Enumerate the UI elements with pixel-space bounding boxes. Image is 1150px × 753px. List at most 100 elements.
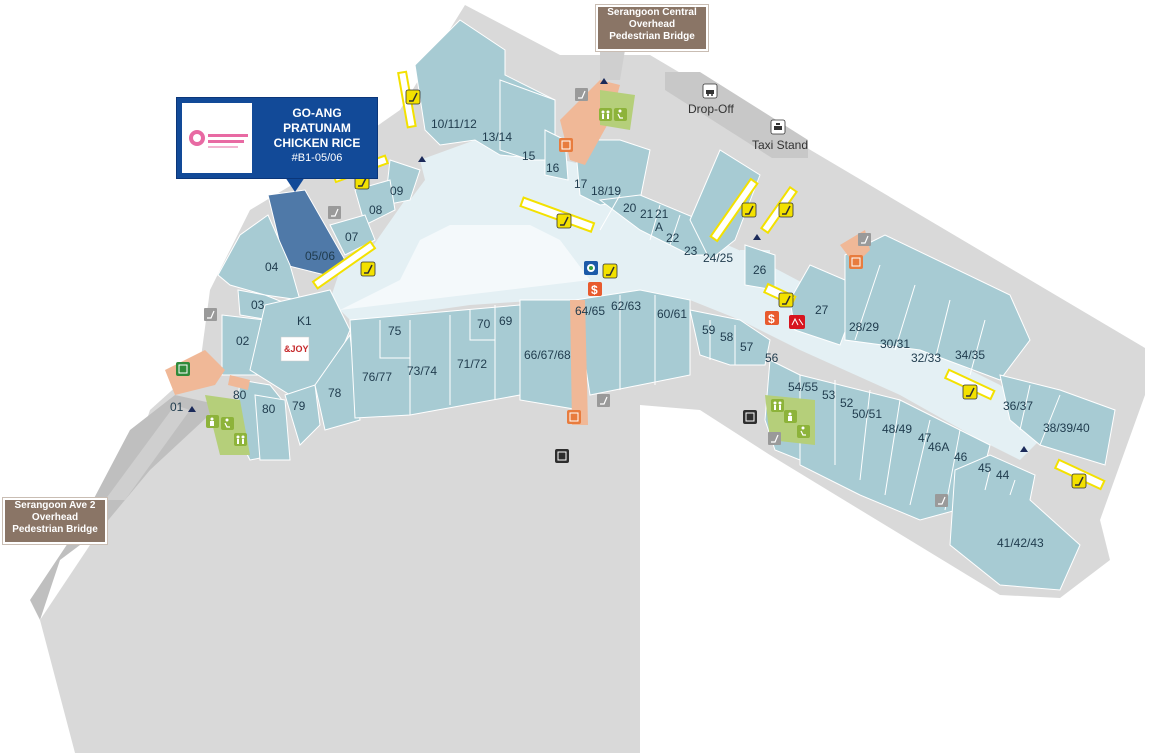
- unit-label: 80: [233, 388, 247, 402]
- sign-line: Pedestrian Bridge: [609, 31, 695, 42]
- unit-label: 50/51: [852, 407, 882, 421]
- unit-08: [354, 179, 396, 226]
- sign-line: Serangoon Ave 2: [14, 500, 96, 511]
- accessible-toilet-icon: [797, 425, 810, 438]
- staircase-icon: [597, 394, 610, 407]
- unit-label: 20: [623, 201, 637, 215]
- unit-20-23-block: [598, 194, 721, 256]
- shop-blocks: [217, 19, 1116, 591]
- escalator-icons: [354, 89, 1087, 489]
- unit-label: 66/67/68: [524, 348, 571, 362]
- unit-label: 17: [574, 177, 588, 191]
- unit-label: 18/19: [591, 184, 621, 198]
- unit-label: 56: [765, 351, 779, 365]
- unit-label: 01: [170, 400, 184, 414]
- serangoon-central-bridge-sign: Serangoon Central Overhead Pedestrian Br…: [596, 5, 708, 51]
- unit-label: 73/74: [407, 364, 437, 378]
- escalator-icon: [1071, 473, 1087, 489]
- unit-label: 54/55: [788, 380, 818, 394]
- unit-label: 32/33: [911, 351, 941, 365]
- shop-unit-number: #B1-05/06: [291, 152, 343, 164]
- unit-label: 41/42/43: [997, 536, 1044, 550]
- go-ang-logo-icon: [189, 130, 248, 148]
- staircase-icon: [935, 494, 948, 507]
- staircase-icon: [204, 308, 217, 321]
- unit-label: 09: [390, 184, 404, 198]
- unit-label: 27: [815, 303, 829, 317]
- unit-label: 30/31: [880, 337, 910, 351]
- lift-icon: [555, 449, 569, 463]
- unit-label: 15: [522, 149, 536, 163]
- staircase-icon: [768, 432, 781, 445]
- svg-text:$: $: [768, 312, 775, 326]
- unit-label: 02: [236, 334, 250, 348]
- unit-label: 10/11/12: [431, 117, 477, 131]
- unit-label: 23: [684, 244, 698, 258]
- unit-label: 52: [840, 396, 854, 410]
- atm-icon: $: [588, 282, 602, 297]
- lift-icon: [559, 138, 573, 152]
- unit-44-53-block: [799, 374, 991, 521]
- unit-label: 57: [740, 340, 754, 354]
- shop-logo: [182, 103, 252, 173]
- direction-arrow-icon: [188, 406, 196, 412]
- shop-name-line3: CHICKEN RICE: [273, 136, 361, 150]
- unit-label: 80: [262, 402, 276, 416]
- staircase-icon: [575, 88, 588, 101]
- direction-arrow-icon: [418, 156, 426, 162]
- shop-name-line2: PRATUNAM: [283, 121, 351, 135]
- atm-icon: $: [765, 311, 779, 326]
- escalator-icon: [962, 384, 978, 400]
- escalator-icon: [778, 292, 794, 308]
- lift-icon: [849, 255, 863, 269]
- unit-labels: 10/11/12 13/14 15 16 17 18/19 20 21 21 A…: [170, 117, 1090, 550]
- unit-label: 46A: [928, 440, 949, 454]
- direction-arrow-icon: [600, 78, 608, 84]
- staircase-icons: [204, 88, 948, 507]
- baby-care-icon: [206, 415, 219, 428]
- unit-label: 44: [996, 468, 1010, 482]
- unit-label: 08: [369, 203, 383, 217]
- recycling-icon: [584, 261, 598, 275]
- lift-icon: [567, 410, 581, 424]
- unit-label: 45: [978, 461, 992, 475]
- unit-label: 59: [702, 323, 716, 337]
- sign-line: Overhead: [628, 19, 676, 30]
- unit-label: 62/63: [611, 299, 641, 313]
- escalator-icon: [360, 261, 376, 277]
- toilet-icon: [234, 433, 247, 446]
- unit-label: 36/37: [1003, 399, 1033, 413]
- unit-label: 64/65: [575, 304, 605, 318]
- unit-label: 07: [345, 230, 359, 244]
- callout-pointer: [285, 177, 305, 192]
- unit-41-43-block: [949, 454, 1081, 591]
- unit-label: 04: [265, 260, 279, 274]
- escalator-icon: [778, 202, 794, 218]
- unit-label: 26: [753, 263, 767, 277]
- svg-text:$: $: [591, 283, 598, 297]
- unit-label: 78: [328, 386, 342, 400]
- joy-logo: &JOY: [280, 336, 310, 362]
- unit-36-40-block: [999, 374, 1116, 466]
- unit-07: [329, 214, 376, 256]
- service-icons: $ $: [584, 261, 805, 329]
- unit-label: 05/06: [305, 249, 335, 263]
- toilet-icon: [599, 108, 612, 121]
- unit-label: 22: [666, 231, 680, 245]
- unit-label: K1: [297, 314, 312, 328]
- sign-line: Serangoon Central: [607, 7, 697, 18]
- escalator-icon: [405, 89, 421, 105]
- sign-line: Pedestrian Bridge: [12, 524, 98, 535]
- unit-label: 34/35: [955, 348, 985, 362]
- accessible-toilet-icon: [221, 417, 234, 430]
- unit-label: 76/77: [362, 370, 392, 384]
- highlighted-shop-callout[interactable]: GO-ANG PRATUNAM CHICKEN RICE #B1-05/06: [176, 97, 378, 179]
- serangoon-ave-2-bridge-sign: Serangoon Ave 2 Overhead Pedestrian Brid…: [3, 498, 107, 544]
- escalator-icon: [602, 263, 618, 279]
- unit-label: 13/14: [482, 130, 512, 144]
- restroom-icons: [206, 108, 810, 446]
- escalator-icon: [741, 202, 757, 218]
- unit-label: 21: [655, 207, 669, 221]
- axs-kiosk-icon: [789, 315, 805, 329]
